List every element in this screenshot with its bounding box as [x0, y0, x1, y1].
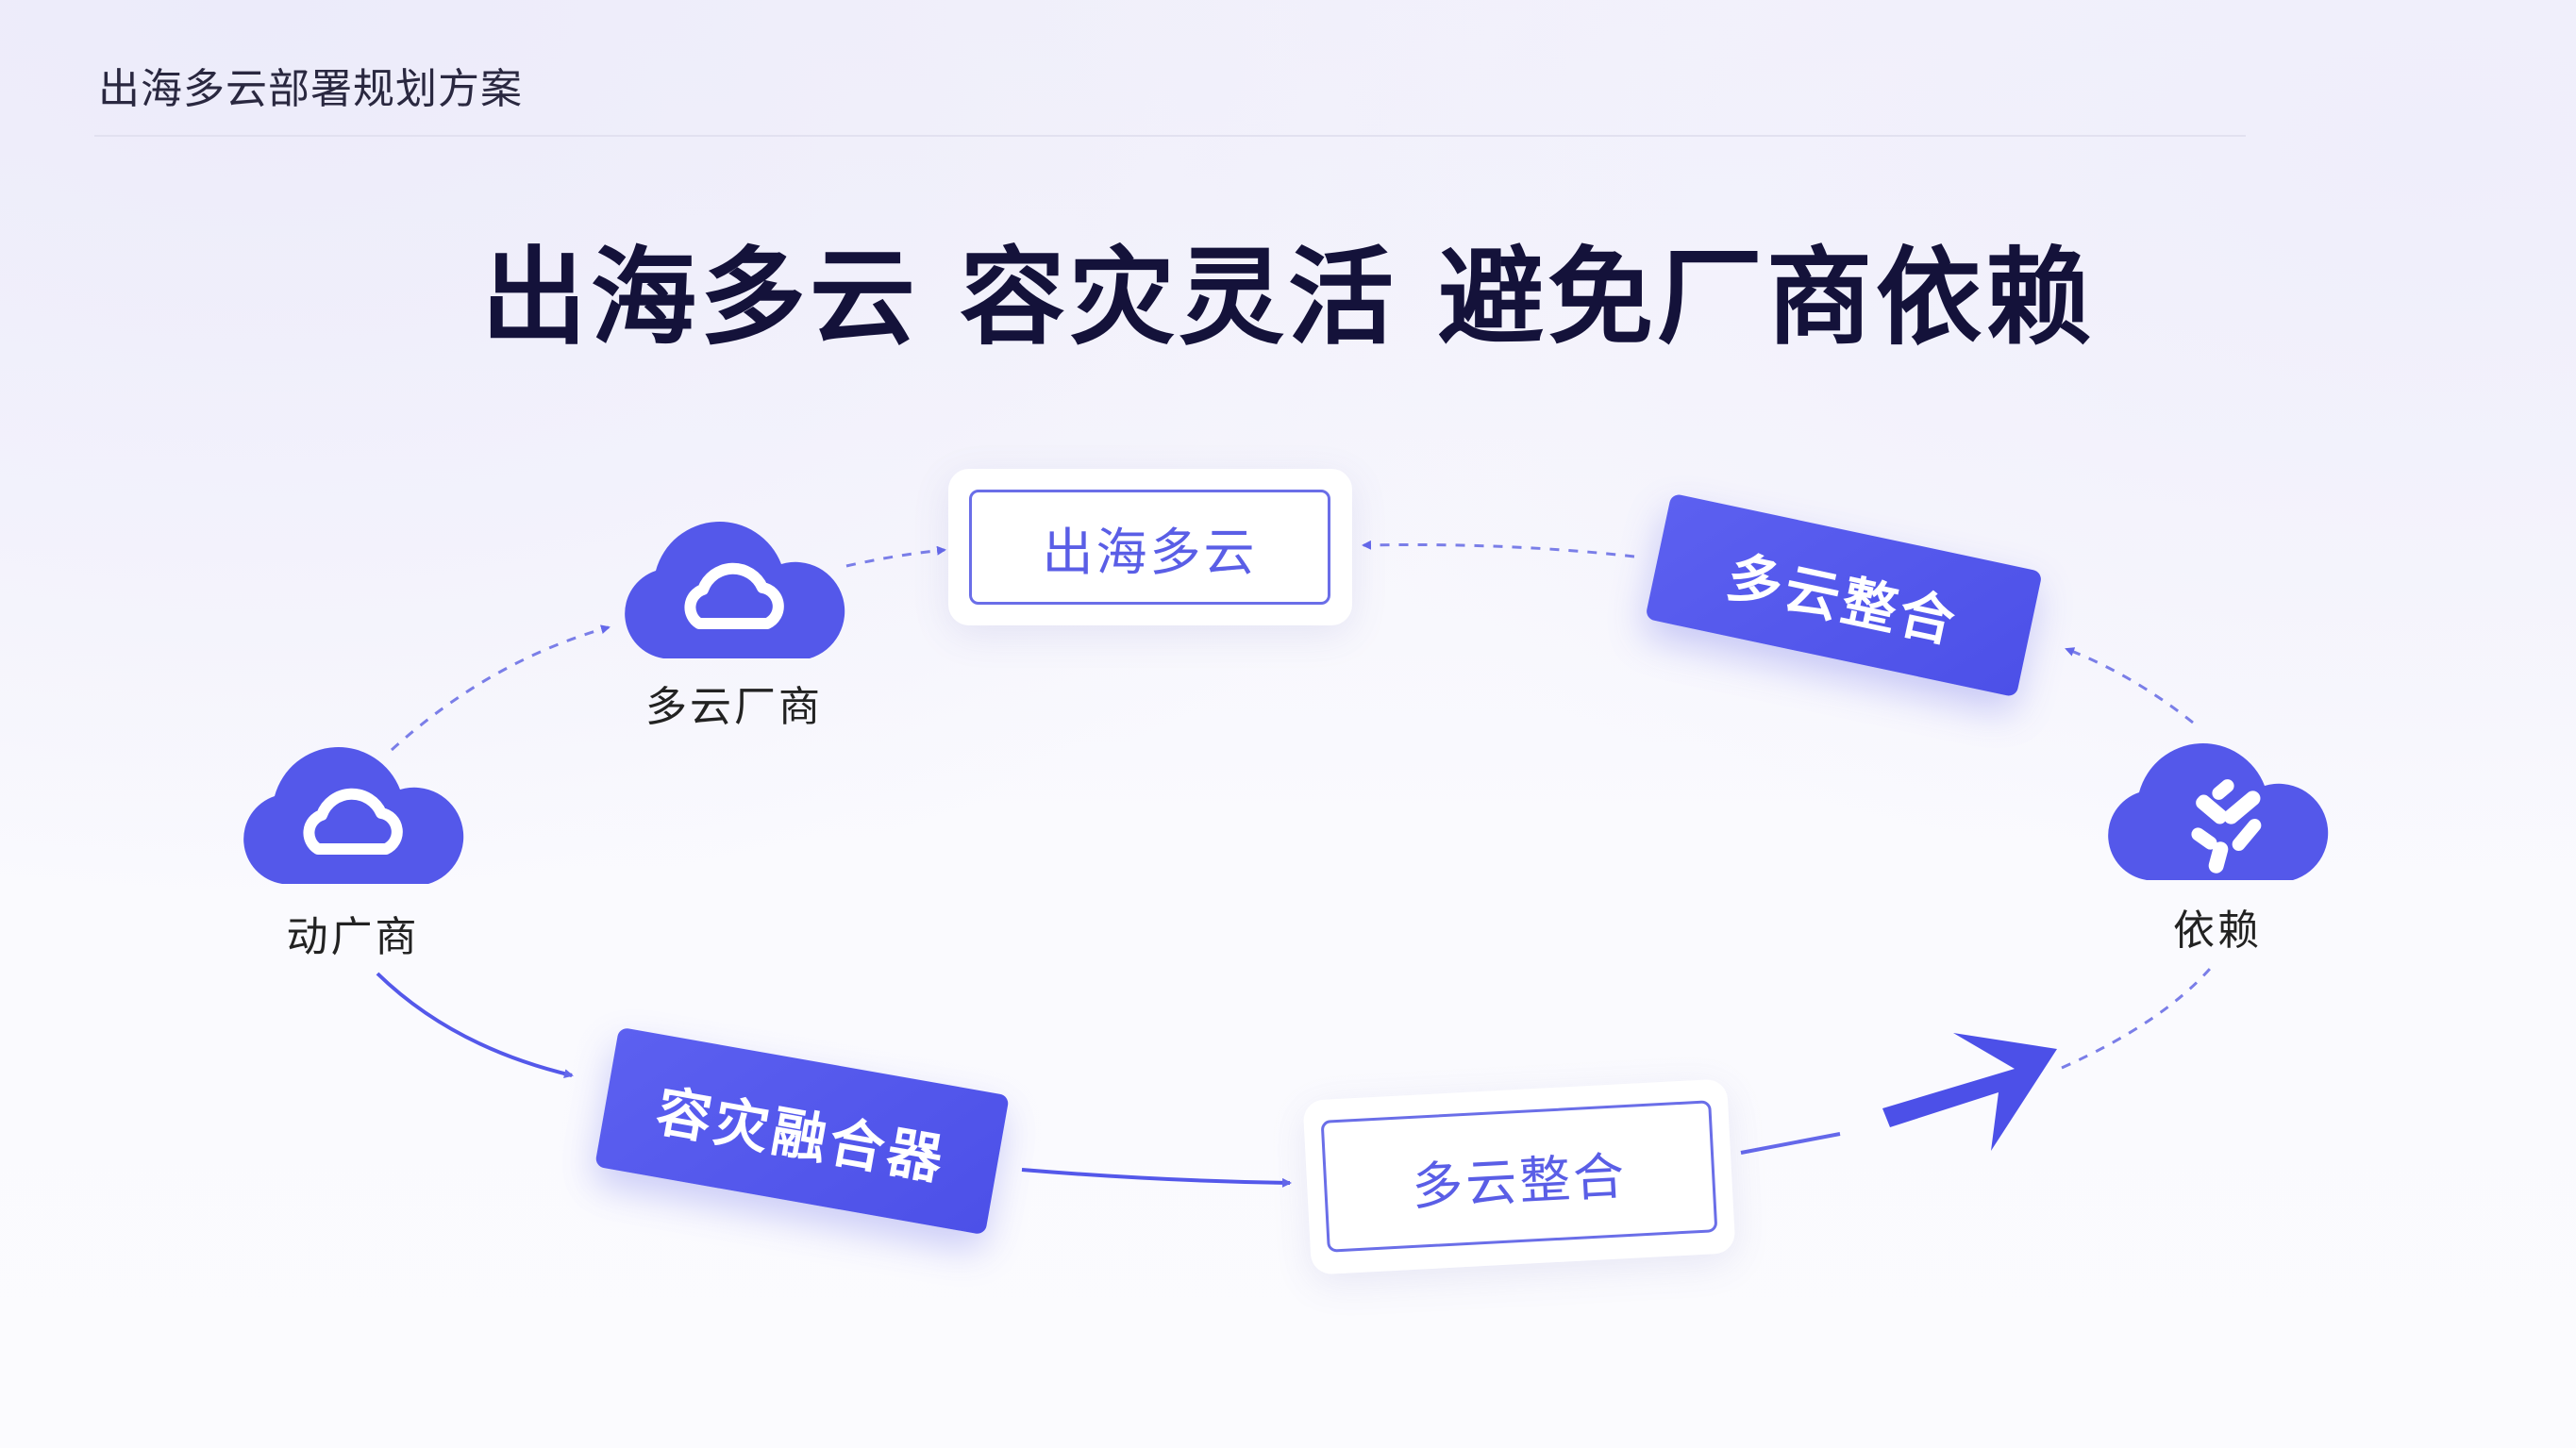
node-label: 依赖: [2173, 907, 2262, 955]
leaf-cloud-icon: [2108, 743, 2329, 880]
arrow-left-to-bottomleft: [376, 972, 574, 1079]
arrow-right-dashed: [2061, 967, 2212, 1070]
page-header-title: 出海多云部署规划方案: [98, 65, 523, 113]
big-arrow-to-right: [1882, 1033, 2057, 1151]
arrow-bottomleft-to-bottommid: [1021, 1168, 1292, 1188]
arrow-top-to-box: [845, 545, 946, 568]
box-overseas-multicloud: 出海多云: [969, 490, 1330, 605]
arrow-right-to-topright: [2065, 647, 2194, 724]
node-dependency: 依赖: [2099, 734, 2335, 955]
node-move-vendor: 动广商: [235, 738, 471, 961]
header-divider: [94, 135, 2246, 137]
node-label: 多云厂商: [645, 683, 823, 731]
arrow-bottommid-segment: [1740, 1132, 1841, 1155]
node-multicloud-vendor: 多云厂商: [616, 512, 852, 731]
headline: 出海多云 容灾灵活 避免厂商依赖: [481, 237, 2095, 359]
box-multicloud-integration-bottom: 多云整合: [1320, 1100, 1718, 1253]
cloud-icon: [625, 522, 845, 658]
node-label: 动广商: [286, 913, 420, 961]
arrow-left-to-top: [390, 624, 611, 752]
cloud-icon: [243, 747, 464, 884]
arrow-topright-to-box: [1362, 540, 1635, 558]
